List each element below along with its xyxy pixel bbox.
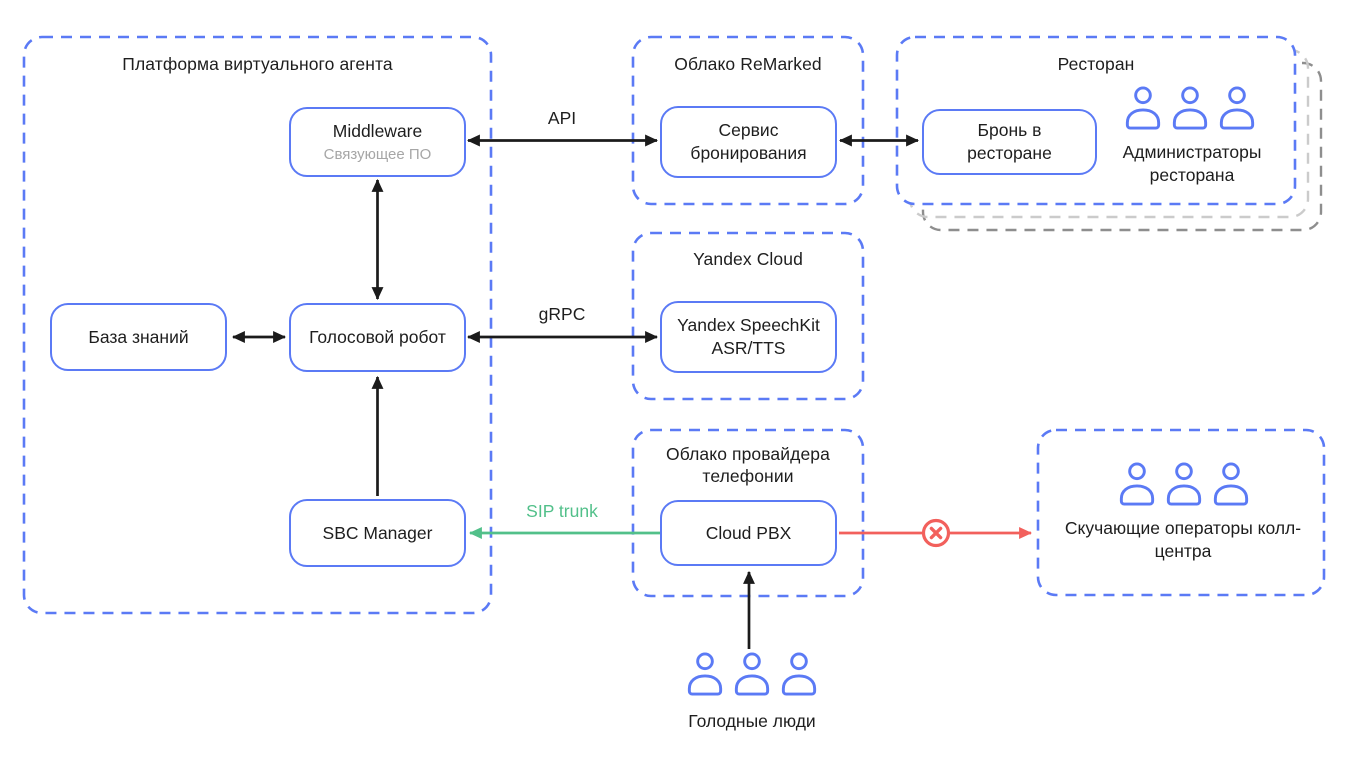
remarked-group-title: Облако ReMarked [674, 54, 822, 74]
person-icon [687, 652, 723, 696]
hungry-people-caption: Голодные люди [688, 711, 816, 731]
hungry-people-icons [684, 652, 820, 697]
person-icon [1213, 462, 1249, 506]
telephony-group-title: Облако провайдера телефонии [666, 444, 830, 486]
restaurant-admins-icons [1122, 86, 1258, 131]
restaurant-reservation-node: Бронь в ресторане [922, 109, 1097, 175]
person-icon [1166, 462, 1202, 506]
sip-trunk-edge-label: SIP trunk [526, 501, 598, 521]
booking-service-node: Сервис бронирования [660, 106, 837, 178]
speechkit-node: Yandex SpeechKit ASR/TTS [660, 301, 837, 373]
call-center-group-box [1036, 428, 1326, 597]
person-icon [1125, 86, 1161, 130]
restaurant-admins-caption: Администраторы ресторана [1122, 142, 1262, 185]
person-icon [1119, 462, 1155, 506]
person-icon [781, 652, 817, 696]
platform-group-title: Платформа виртуального агента [122, 54, 393, 74]
call-center-caption: Скучающие операторы колл-центра [1064, 518, 1302, 561]
yandex-group-title: Yandex Cloud [693, 249, 803, 269]
person-icon [1219, 86, 1255, 130]
api-edge-label: API [547, 108, 577, 128]
restaurant-group-title: Ресторан [1057, 54, 1135, 74]
sbc-manager-node: SBC Manager [289, 499, 466, 567]
grpc-edge-label: gRPC [538, 304, 586, 324]
person-icon [734, 652, 770, 696]
blocked-circle-icon [921, 518, 951, 548]
middleware-subtitle: Связующее ПО [323, 145, 432, 163]
voice-robot-node: Голосовой робот [289, 303, 466, 372]
middleware-title: Middleware [332, 120, 423, 141]
cloud-pbx-node: Cloud PBX [660, 500, 837, 566]
person-icon [1172, 86, 1208, 130]
call-center-operators-icons [1116, 462, 1252, 507]
middleware-node: Middleware Связующее ПО [289, 107, 466, 177]
knowledge-base-node: База знаний [50, 303, 227, 371]
